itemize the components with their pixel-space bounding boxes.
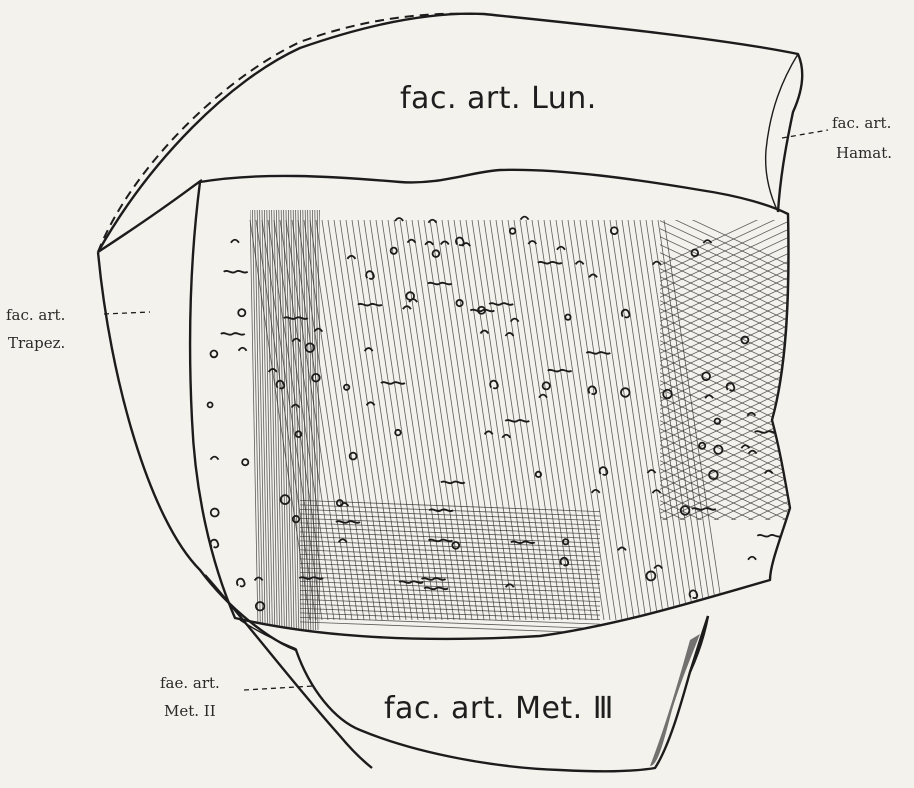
surface-pit bbox=[565, 315, 570, 320]
surface-pit bbox=[237, 579, 245, 587]
surface-pit bbox=[211, 351, 218, 358]
surface-pit bbox=[621, 388, 630, 397]
surface-pit bbox=[239, 348, 247, 351]
surface-pit bbox=[456, 300, 462, 306]
surface-pit bbox=[452, 542, 459, 549]
surface-pit bbox=[705, 395, 713, 398]
metacarpal2-leader bbox=[244, 686, 314, 690]
surface-pit bbox=[242, 459, 248, 465]
surface-squiggle bbox=[424, 588, 448, 590]
surface-squiggle bbox=[224, 271, 248, 273]
surface-pit bbox=[428, 220, 436, 223]
surface-pit bbox=[441, 241, 449, 244]
surface-pit bbox=[648, 470, 656, 473]
surface-pit bbox=[337, 500, 343, 506]
hamate-facet-label-line1: fac. art. bbox=[832, 114, 891, 132]
surface-pit bbox=[367, 402, 375, 405]
lunate-facet-outline bbox=[98, 14, 802, 252]
surface-pit bbox=[539, 395, 547, 398]
surface-pit bbox=[208, 402, 213, 407]
surface-pit bbox=[654, 566, 662, 569]
surface-squiggle bbox=[538, 262, 562, 264]
surface-pit bbox=[344, 385, 349, 390]
metacarpal2-facet-label-line2: Met. II bbox=[164, 702, 216, 720]
surface-pit bbox=[681, 506, 690, 515]
surface-pit bbox=[409, 299, 417, 302]
surface-pit bbox=[365, 348, 373, 351]
surface-pit bbox=[765, 471, 773, 474]
surface-squiggle bbox=[358, 304, 382, 306]
surface-pit bbox=[339, 539, 347, 542]
surface-pit bbox=[622, 310, 630, 318]
surface-pit bbox=[714, 446, 722, 454]
surface-pit bbox=[536, 472, 541, 477]
surface-pit bbox=[702, 372, 710, 380]
trapezoid-facet-label-line1: fac. art. bbox=[6, 306, 65, 324]
rim-shading bbox=[650, 634, 700, 766]
surface-squiggle bbox=[757, 535, 781, 537]
surface-pit bbox=[407, 240, 415, 243]
surface-pit bbox=[592, 490, 600, 493]
surface-pit bbox=[506, 584, 514, 587]
surface-squiggle bbox=[336, 521, 360, 523]
surface-squiggle bbox=[381, 382, 405, 384]
surface-squiggle bbox=[489, 303, 513, 305]
surface-pit bbox=[296, 431, 302, 437]
surface-pit bbox=[663, 390, 672, 399]
surface-pit bbox=[231, 240, 239, 243]
surface-pit bbox=[255, 577, 263, 580]
hamate-facet-label-line2: Hamat. bbox=[836, 144, 892, 162]
surface-pit bbox=[653, 262, 661, 265]
surface-pit bbox=[293, 516, 299, 522]
surface-pit bbox=[485, 431, 493, 434]
surface-pit bbox=[391, 248, 397, 254]
surface-pit bbox=[589, 274, 597, 277]
surface-pit bbox=[314, 329, 322, 332]
surface-pit bbox=[395, 430, 400, 435]
surface-pit bbox=[543, 382, 550, 389]
surface-squiggle bbox=[441, 482, 465, 484]
surface-pit bbox=[506, 333, 514, 336]
surface-pit bbox=[211, 457, 219, 460]
surface-pit bbox=[211, 509, 219, 517]
hamate-facet-outline bbox=[766, 54, 798, 212]
surface-pit bbox=[557, 247, 565, 250]
surface-pit bbox=[433, 250, 440, 257]
surface-pit bbox=[292, 339, 300, 342]
surface-pit bbox=[521, 217, 529, 220]
surface-pit bbox=[589, 386, 597, 394]
surface-pit bbox=[502, 435, 510, 438]
surface-pit bbox=[561, 558, 569, 566]
surface-pit bbox=[510, 228, 516, 234]
surface-pit bbox=[748, 557, 756, 560]
surface-squiggle bbox=[548, 370, 572, 372]
surface-squiggle bbox=[586, 352, 610, 354]
surface-pit bbox=[480, 331, 488, 334]
metacarpal2-facet-label-line1: fae. art. bbox=[160, 674, 220, 692]
surface-pit bbox=[576, 261, 584, 264]
surface-pit bbox=[618, 547, 626, 550]
surface-pit bbox=[749, 451, 757, 454]
surface-pit bbox=[528, 241, 536, 244]
metacarpal3-facet-label: fac. art. Met. Ⅲ bbox=[384, 691, 614, 726]
surface-pit bbox=[511, 319, 519, 322]
surface-pit bbox=[395, 218, 403, 221]
surface-squiggle bbox=[428, 283, 452, 285]
surface-pit bbox=[238, 309, 245, 316]
surface-pit bbox=[211, 540, 219, 548]
trapezoid-leader bbox=[104, 312, 150, 314]
surface-squiggle bbox=[284, 317, 308, 319]
surface-squiggle bbox=[221, 333, 245, 335]
surface-pit bbox=[715, 419, 720, 424]
surface-pit bbox=[600, 467, 608, 475]
lunate-facet-label: fac. art. Lun. bbox=[400, 81, 597, 116]
surface-pit bbox=[350, 453, 357, 460]
surface-pit bbox=[425, 242, 433, 245]
surface-pit bbox=[741, 445, 749, 448]
surface-texture bbox=[208, 200, 800, 634]
trapezoid-facet-label-line2: Trapez. bbox=[8, 334, 65, 352]
